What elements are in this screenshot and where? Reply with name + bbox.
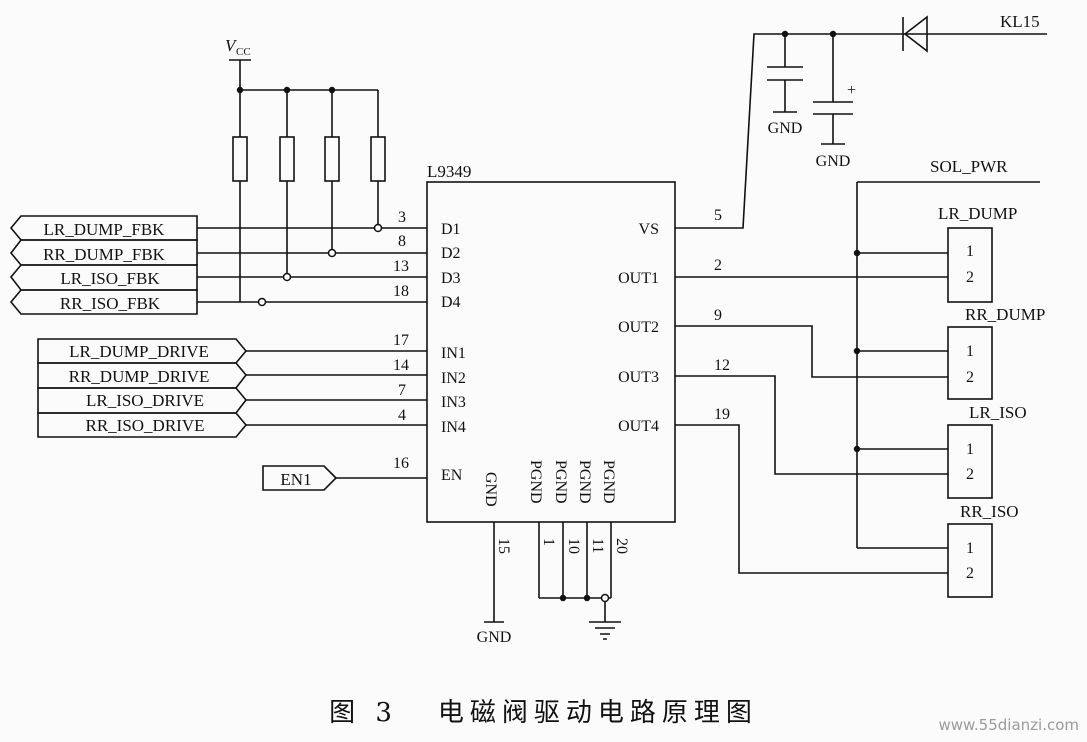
gnd-label-bottom: GND bbox=[477, 629, 512, 646]
pin-label-en: EN bbox=[441, 467, 463, 484]
pin-label-vs: VS bbox=[639, 221, 659, 238]
label-en1: EN1 bbox=[280, 470, 311, 489]
pin-label-in1: IN1 bbox=[441, 345, 466, 362]
net-rr-iso-drive bbox=[37, 412, 427, 438]
capacitor-electrolytic bbox=[813, 34, 853, 145]
power-ground-icon bbox=[589, 621, 621, 640]
valve-rr-dump bbox=[675, 325, 993, 400]
pin-num-19: 19 bbox=[714, 406, 730, 423]
pin-num-17: 17 bbox=[393, 332, 409, 349]
valve-rr-dump-pin1: 1 bbox=[966, 343, 974, 360]
pin-label-pgnd-20: PGND bbox=[600, 460, 617, 504]
pin-num-15: 15 bbox=[495, 538, 512, 554]
pgnd-bus bbox=[538, 522, 612, 622]
pin-label-d1: D1 bbox=[441, 221, 461, 238]
kl15-label: KL15 bbox=[1000, 12, 1040, 31]
valve-rr-iso bbox=[675, 424, 993, 598]
pin-num-11: 11 bbox=[589, 538, 606, 553]
valve-rr-iso-pin1: 1 bbox=[966, 540, 974, 557]
vs-supply-wire bbox=[675, 33, 1047, 229]
pin-label-pgnd-1: PGND bbox=[527, 460, 544, 504]
sol-pwr-label: SOL_PWR bbox=[930, 157, 1008, 176]
net-lr-dump-drive bbox=[37, 338, 427, 364]
pin-num-8: 8 bbox=[398, 233, 406, 250]
pin-num-10: 10 bbox=[565, 538, 582, 554]
pin-num-3: 3 bbox=[398, 209, 406, 226]
pin-num-4: 4 bbox=[398, 407, 406, 424]
pullup-resistor-3 bbox=[324, 90, 340, 253]
pin-label-out4: OUT4 bbox=[618, 418, 659, 435]
pin-num-12: 12 bbox=[714, 357, 730, 374]
pin-num-14: 14 bbox=[393, 357, 409, 374]
vcc-rail bbox=[229, 59, 251, 90]
valve-label-rr-iso: RR_ISO bbox=[960, 502, 1019, 521]
gnd-label-cap1: GND bbox=[768, 120, 803, 137]
pin-num-1: 1 bbox=[540, 538, 557, 546]
pin-label-d3: D3 bbox=[441, 270, 461, 287]
valve-label-rr-dump: RR_DUMP bbox=[965, 305, 1045, 324]
net-lr-iso-drive bbox=[37, 387, 427, 414]
pin-label-out1: OUT1 bbox=[618, 270, 659, 287]
valve-rr-iso-pin2: 2 bbox=[966, 565, 974, 582]
vcc-subscript: CC bbox=[236, 46, 251, 58]
figure-caption: 图 3 电磁阀驱动电路原理图 bbox=[0, 692, 1087, 729]
pin-label-pgnd-10: PGND bbox=[552, 460, 569, 504]
pin-label-out2: OUT2 bbox=[618, 319, 659, 336]
label-lr-dump-fbk: LR_DUMP_FBK bbox=[44, 220, 166, 239]
label-rr-iso-drive: RR_ISO_DRIVE bbox=[85, 416, 204, 435]
pin-label-pgnd-11: PGND bbox=[576, 460, 593, 504]
pin-num-2: 2 bbox=[714, 257, 722, 274]
vcc-symbol: V bbox=[225, 36, 238, 55]
valve-lr-iso bbox=[675, 375, 993, 499]
chip-name: L9349 bbox=[427, 162, 471, 181]
pin-num-13: 13 bbox=[393, 258, 409, 275]
net-rr-dump-drive bbox=[37, 362, 427, 389]
valve-lr-dump-pin2: 2 bbox=[966, 269, 974, 286]
valve-lr-dump bbox=[675, 227, 993, 303]
pin-num-16: 16 bbox=[393, 455, 409, 472]
pin-label-d4: D4 bbox=[441, 294, 461, 311]
label-lr-iso-fbk: LR_ISO_FBK bbox=[60, 269, 160, 288]
pin-num-9: 9 bbox=[714, 307, 722, 324]
pin-label-d2: D2 bbox=[441, 245, 461, 262]
pullup-resistor-2 bbox=[279, 90, 295, 277]
valve-rr-dump-pin2: 2 bbox=[966, 369, 974, 386]
pin-label-gnd: GND bbox=[482, 472, 499, 507]
valve-lr-iso-pin2: 2 bbox=[966, 466, 974, 483]
figure-title: 电磁阀驱动电路原理图 bbox=[437, 698, 758, 728]
label-rr-dump-fbk: RR_DUMP_FBK bbox=[43, 245, 166, 264]
pin-num-18: 18 bbox=[393, 283, 409, 300]
figure-number: 图 3 bbox=[329, 698, 398, 728]
pin-num-7: 7 bbox=[398, 382, 406, 399]
valve-label-lr-iso: LR_ISO bbox=[969, 403, 1027, 422]
pin-label-in3: IN3 bbox=[441, 394, 466, 411]
pin-label-in4: IN4 bbox=[441, 419, 466, 436]
pin-label-out3: OUT3 bbox=[618, 369, 659, 386]
valve-lr-dump-pin1: 1 bbox=[966, 243, 974, 260]
gnd-label-cap2: GND bbox=[816, 153, 851, 170]
sol-pwr-rail bbox=[856, 181, 1040, 548]
label-rr-iso-fbk: RR_ISO_FBK bbox=[60, 294, 161, 313]
net-en1 bbox=[262, 465, 427, 491]
pin-num-20: 20 bbox=[613, 538, 630, 554]
site-watermark: www.55dianzi.com bbox=[938, 716, 1079, 734]
cap-plus-sign: + bbox=[847, 82, 856, 99]
label-lr-dump-drive: LR_DUMP_DRIVE bbox=[69, 342, 209, 361]
capacitor-ceramic bbox=[767, 34, 803, 113]
pullup-resistor-4 bbox=[370, 90, 386, 228]
l9349-chip-body bbox=[426, 181, 676, 523]
diode-icon bbox=[902, 15, 928, 53]
pin-label-in2: IN2 bbox=[441, 370, 466, 387]
label-lr-iso-drive: LR_ISO_DRIVE bbox=[86, 391, 204, 410]
pin-num-5: 5 bbox=[714, 207, 722, 224]
net-rr-iso-fbk bbox=[9, 289, 427, 315]
pullup-resistor-1 bbox=[232, 90, 248, 302]
label-rr-dump-drive: RR_DUMP_DRIVE bbox=[69, 367, 210, 386]
valve-label-lr-dump: LR_DUMP bbox=[938, 204, 1017, 223]
valve-lr-iso-pin1: 1 bbox=[966, 441, 974, 458]
